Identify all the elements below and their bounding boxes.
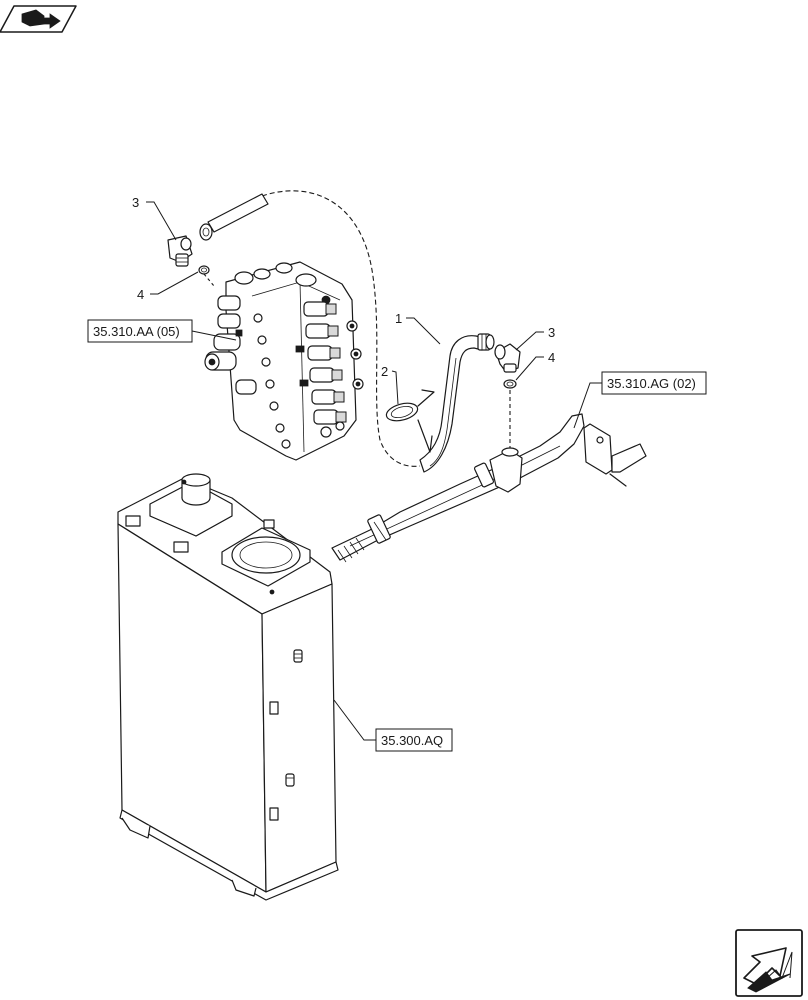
ref-tank-label: 35.300.AQ (381, 733, 443, 748)
callout-1: 1 (395, 311, 402, 326)
hose-segment-top (199, 193, 269, 241)
routing-dashed-line (261, 190, 421, 467)
hose-clamp (385, 402, 419, 422)
callout-3-right: 3 (548, 325, 555, 340)
callout-3-left: 3 (132, 195, 139, 210)
next-page-arrow-icon[interactable] (735, 929, 803, 997)
callout-2: 2 (381, 364, 388, 379)
ref-control-valve[interactable]: 35.310.AA (05) (87, 319, 193, 343)
o-ring-left (198, 265, 210, 275)
book-arrow-icon[interactable] (0, 5, 77, 33)
return-pipe (331, 413, 585, 563)
elbow-fitting-left (167, 235, 193, 267)
callout-4-left: 4 (137, 287, 144, 302)
pipe-bracket (583, 423, 647, 487)
ref-pipe-bracket[interactable]: 35.310.AG (02) (601, 371, 707, 395)
callout-4-right: 4 (548, 350, 555, 365)
ref-tank[interactable]: 35.300.AQ (375, 728, 453, 752)
elbow-fitting-right (494, 343, 521, 373)
control-valve-block (204, 261, 364, 461)
hydraulic-tank (117, 473, 339, 901)
o-ring-right (503, 379, 517, 389)
hose-assembly (419, 333, 495, 473)
ref-pipe-bracket-label: 35.310.AG (02) (607, 376, 696, 391)
ref-control-valve-label: 35.310.AA (05) (93, 324, 180, 339)
